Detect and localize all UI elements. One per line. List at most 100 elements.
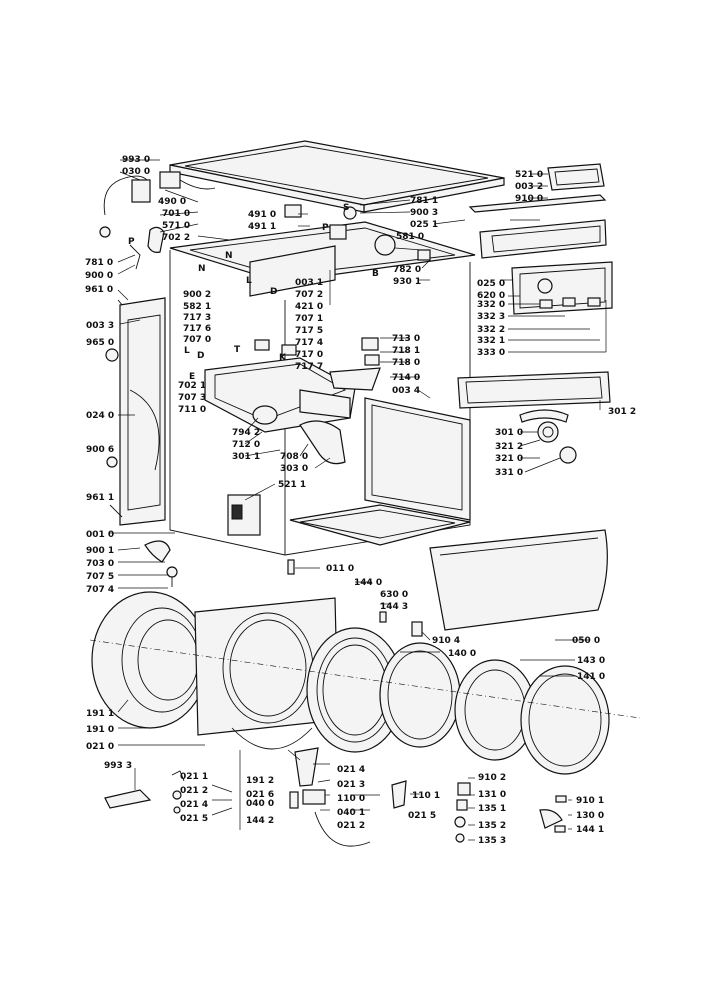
label-490-0: 490 0: [158, 197, 186, 207]
label-143-0: 143 0: [577, 656, 605, 666]
label-144-0: 144 0: [354, 578, 382, 588]
letter-n-2: N: [198, 264, 206, 274]
label-712-0: 712 0: [232, 440, 260, 450]
letter-l-1: L: [246, 276, 252, 286]
label-900-6: 900 6: [86, 445, 114, 455]
label-321-2: 321 2: [495, 442, 523, 452]
label-001-0: 001 0: [86, 530, 114, 540]
label-521-0: 521 0: [515, 170, 543, 180]
label-021-3: 021 3: [337, 780, 365, 790]
label-110-0: 110 0: [337, 794, 365, 804]
axis-line: [89, 639, 641, 719]
label-717-3: 717 3: [183, 313, 211, 323]
label-024-0: 024 0: [86, 411, 114, 421]
label-930-1: 930 1: [393, 277, 421, 287]
bottom-small-parts: [104, 540, 567, 847]
label-961-1: 961 1: [86, 493, 114, 503]
label-910-2: 910 2: [478, 773, 506, 783]
label-581-0: 581 0: [396, 232, 424, 242]
label-021-4-a: 021 4: [180, 800, 208, 810]
label-331-0: 331 0: [495, 468, 523, 478]
label-900-1: 900 1: [86, 546, 114, 556]
label-144-3: 144 3: [380, 602, 408, 612]
label-707-1: 707 1: [295, 314, 323, 324]
door-rings: [379, 642, 610, 775]
label-900-2: 900 2: [183, 290, 211, 300]
label-301-1: 301 1: [232, 452, 260, 462]
label-021-1-a: 021 1: [180, 772, 208, 782]
label-717-0: 717 0: [295, 350, 323, 360]
label-961-0: 961 0: [85, 285, 113, 295]
label-707-2: 707 2: [295, 290, 323, 300]
label-332-1: 332 1: [477, 336, 505, 346]
label-713-0: 713 0: [392, 334, 420, 344]
label-965-0: 965 0: [86, 338, 114, 348]
label-025-0: 025 0: [477, 279, 505, 289]
front-panel: [194, 597, 339, 750]
label-781-1: 781 1: [410, 196, 438, 206]
label-582-1: 582 1: [183, 302, 211, 312]
label-021-5-a: 021 5: [180, 814, 208, 824]
label-135-3: 135 3: [478, 836, 506, 846]
label-707-5: 707 5: [86, 572, 114, 582]
label-782-0: 782 0: [393, 265, 421, 275]
label-718-0: 718 0: [392, 358, 420, 368]
label-301-2: 301 2: [608, 407, 636, 417]
label-135-1: 135 1: [478, 804, 506, 814]
label-130-0: 130 0: [576, 811, 604, 821]
label-491-1: 491 1: [248, 222, 276, 232]
label-620-0: 620 0: [477, 291, 505, 301]
drawer-housing: [204, 357, 356, 536]
label-025-1: 025 1: [410, 220, 438, 230]
label-021-2-b: 021 2: [337, 821, 365, 831]
letter-d-2: D: [197, 351, 204, 361]
label-491-0: 491 0: [248, 210, 276, 220]
label-521-1: 521 1: [278, 480, 306, 490]
label-021-4-b: 021 4: [337, 765, 365, 775]
label-040-0: 040 0: [246, 799, 274, 809]
letter-k: K: [279, 353, 287, 363]
label-571-0: 571 0: [162, 221, 190, 231]
label-021-0: 021 0: [86, 742, 114, 752]
label-794-2: 794 2: [232, 428, 260, 438]
label-003-2: 003 2: [515, 182, 543, 192]
connection-letters: N N P P S B L L D D E T K: [128, 203, 379, 382]
label-321-0: 321 0: [495, 454, 523, 464]
label-303-0: 303 0: [280, 464, 308, 474]
label-021-6: 021 6: [246, 790, 274, 800]
label-332-0: 332 0: [477, 300, 505, 310]
label-717-6: 717 6: [183, 324, 211, 334]
label-717-5: 717 5: [295, 326, 323, 336]
label-110-1: 110 1: [412, 791, 440, 801]
label-900-0: 900 0: [85, 271, 113, 281]
label-191-0: 191 0: [86, 725, 114, 735]
label-144-2: 144 2: [246, 816, 274, 826]
label-040-1: 040 1: [337, 808, 365, 818]
label-707-3: 707 3: [178, 393, 206, 403]
label-011-0: 011 0: [326, 564, 354, 574]
label-717-4: 717 4: [295, 338, 323, 348]
label-144-1: 144 1: [576, 825, 604, 835]
letter-n-1: N: [225, 251, 233, 261]
drum-rear: [91, 591, 209, 729]
label-910-4: 910 4: [432, 636, 460, 646]
letter-p-1: P: [128, 237, 135, 247]
label-030-0: 030 0: [122, 167, 150, 177]
control-panel-parts: [457, 163, 613, 464]
label-630-0: 630 0: [380, 590, 408, 600]
label-718-1: 718 1: [392, 346, 420, 356]
top-rails: [169, 194, 607, 297]
label-131-0: 131 0: [478, 790, 506, 800]
label-717-7: 717 7: [295, 362, 323, 372]
label-910-0: 910 0: [515, 194, 543, 204]
label-021-2-a: 021 2: [180, 786, 208, 796]
letter-t: T: [234, 345, 241, 355]
label-708-0: 708 0: [280, 452, 308, 462]
label-701-0: 701 0: [162, 209, 190, 219]
letter-d-1: D: [270, 287, 277, 297]
letter-e: E: [189, 372, 195, 382]
label-900-3: 900 3: [410, 208, 438, 218]
label-707-4: 707 4: [86, 585, 114, 595]
